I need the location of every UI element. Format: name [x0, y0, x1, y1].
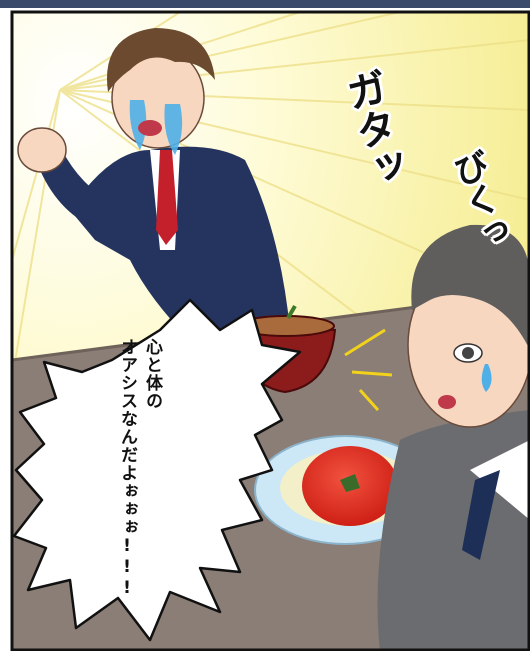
- tear-left: [129, 100, 147, 150]
- shock-lines: [344, 328, 393, 412]
- crying-man: [17, 28, 290, 340]
- crying-mouth: [138, 120, 162, 136]
- panel-border: [10, 10, 530, 651]
- red-tie: [156, 150, 178, 245]
- previous-panel-strip: [0, 0, 530, 8]
- speech-bubble: [12, 298, 302, 642]
- fist: [17, 127, 67, 173]
- startled-man: [377, 224, 530, 651]
- navy-tie: [462, 470, 500, 560]
- tear-drop: [481, 364, 492, 392]
- brown-hair: [106, 28, 215, 92]
- speech-text-line2: オアシスなんだよぉぉぉ!!!: [117, 338, 137, 599]
- tear-right: [164, 104, 183, 155]
- gray-hair: [411, 224, 530, 350]
- speech-text-line1: 心と体の: [142, 338, 162, 410]
- open-mouth: [438, 395, 456, 409]
